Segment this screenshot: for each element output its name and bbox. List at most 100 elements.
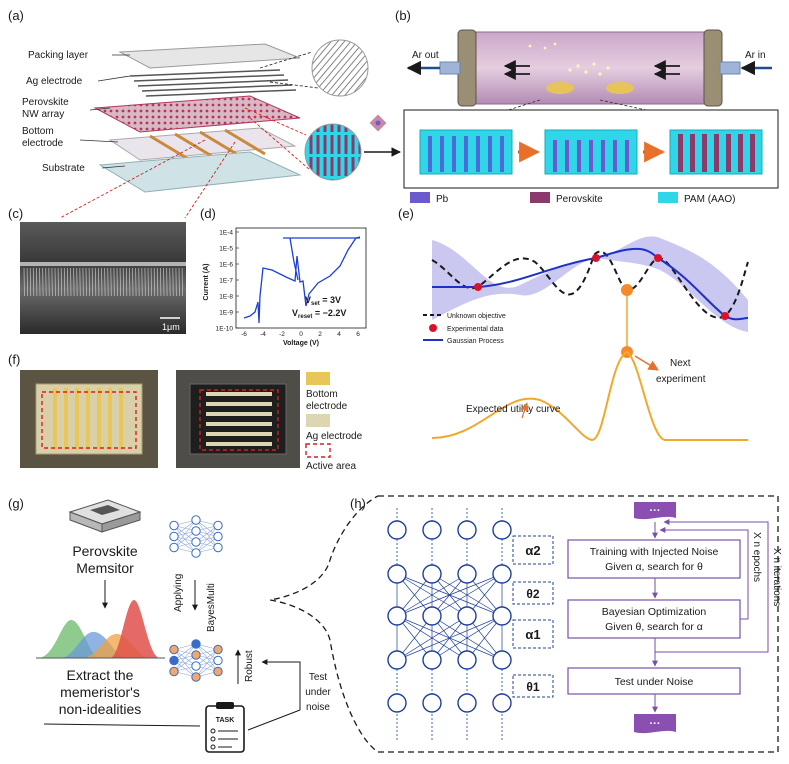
panel-label-h: (h) bbox=[350, 496, 366, 511]
panel-label-e: (e) bbox=[398, 206, 414, 221]
nanowire-streak bbox=[113, 267, 115, 297]
param-theta1: θ1 bbox=[526, 680, 539, 694]
network-node bbox=[457, 650, 477, 670]
nanowire-streak bbox=[125, 267, 128, 297]
task-clipboard-icon: TASK bbox=[205, 702, 245, 753]
pb-source bbox=[546, 82, 574, 94]
panel-g: (g) Perovskite Memsitor Extract the meme… bbox=[8, 496, 331, 753]
nanowire-streak bbox=[91, 267, 94, 297]
legend-swatch-ag bbox=[306, 414, 330, 427]
vreset-annotation: Vreset = −2.2V bbox=[292, 308, 346, 320]
panel-label-g: (g) bbox=[8, 496, 24, 511]
tube-furnace bbox=[469, 31, 711, 105]
label-nw-array: NW array bbox=[22, 109, 64, 120]
nn-node bbox=[213, 542, 223, 553]
flow-step-bayesian bbox=[567, 599, 741, 639]
nn-node bbox=[213, 520, 223, 531]
nanowire-streak bbox=[79, 267, 81, 297]
nanowire-streak bbox=[107, 267, 109, 297]
nanowire-streak bbox=[29, 267, 32, 297]
nanowire-streak bbox=[32, 267, 35, 297]
step2-line2: Given θ, search for α bbox=[605, 621, 703, 633]
next-sample-marker bbox=[621, 284, 633, 296]
iv-curve bbox=[243, 236, 361, 324]
nanowire-streak bbox=[82, 267, 84, 297]
bottom-electrode-layer bbox=[108, 127, 297, 162]
label-test: Test bbox=[309, 672, 328, 683]
nn-node bbox=[213, 655, 223, 666]
label-ar-out: Ar out bbox=[412, 50, 439, 61]
experimental-point-4 bbox=[721, 312, 729, 320]
pb-precursor-icon bbox=[369, 114, 387, 132]
extract-line1: Extract the bbox=[67, 667, 134, 683]
panel-f: (f) Bottom electrode Ag electrode Active… bbox=[8, 352, 363, 472]
nanowire-streak bbox=[156, 267, 159, 297]
step1-line2: Given α, search for θ bbox=[605, 561, 703, 573]
nanowire-streak bbox=[138, 267, 140, 297]
network-node bbox=[457, 693, 477, 713]
iv-ylabel: Current (A) bbox=[203, 264, 210, 301]
label-iterations: X n iterations bbox=[771, 548, 782, 606]
nanowire-streak bbox=[88, 267, 90, 297]
iv-xtick-label: 4 bbox=[337, 331, 341, 338]
network-node bbox=[422, 650, 442, 670]
unknown-objective-curve bbox=[431, 250, 749, 319]
nanowire-streak bbox=[144, 267, 146, 297]
nanowire-streak bbox=[150, 267, 152, 297]
panel-label-a: (a) bbox=[8, 8, 24, 23]
nanowire-streak bbox=[175, 267, 177, 297]
zoom-nanowire bbox=[304, 123, 362, 181]
experimental-point-2 bbox=[592, 254, 600, 262]
nn-node bbox=[213, 531, 223, 542]
label-substrate: Substrate bbox=[42, 163, 85, 174]
network-node bbox=[492, 650, 512, 670]
nanowire-streak bbox=[181, 267, 183, 297]
nanowire-streak bbox=[178, 267, 180, 297]
label-electrode: electrode bbox=[22, 138, 64, 149]
nanowire-streak bbox=[26, 267, 28, 297]
iv-xtick-label: -6 bbox=[241, 331, 247, 338]
nn-node bbox=[169, 655, 179, 666]
nn-node bbox=[169, 520, 179, 531]
panel-label-d: (d) bbox=[200, 206, 216, 221]
network-node bbox=[422, 693, 442, 713]
step3-label: Test under Noise bbox=[615, 676, 694, 688]
iv-plot-frame bbox=[235, 227, 367, 329]
panel-e: (e) Next experiment Expected utility cur… bbox=[398, 206, 749, 442]
neural-network-icon-plain bbox=[169, 515, 223, 558]
label-ag-electrode: Ag electrode bbox=[26, 76, 83, 87]
expected-utility-curve bbox=[431, 350, 748, 442]
nanowire-streak bbox=[147, 267, 149, 297]
iv-xtick-label: 2 bbox=[318, 331, 322, 338]
legend-active-area: Active area bbox=[306, 461, 356, 472]
nanowire-streak bbox=[45, 267, 47, 297]
network-node bbox=[387, 650, 407, 670]
nn-node bbox=[169, 531, 179, 542]
label-ar-in: Ar in bbox=[745, 50, 766, 61]
network-node bbox=[422, 520, 442, 540]
step2-line1: Bayesian Optimization bbox=[602, 606, 707, 618]
nanowire-streak bbox=[101, 267, 103, 297]
chip-icon bbox=[68, 499, 142, 533]
nonideality-distributions-icon bbox=[36, 600, 165, 659]
memsitor-line1: Perovskite bbox=[72, 543, 138, 559]
nn-node bbox=[169, 542, 179, 553]
legend-electrode: electrode bbox=[306, 401, 348, 412]
nn-node bbox=[191, 661, 201, 671]
param-alpha1: α1 bbox=[525, 627, 540, 642]
nn-node bbox=[191, 526, 201, 536]
zoom-callout bbox=[269, 495, 779, 753]
iv-ytick-label: 1E-7 bbox=[219, 278, 233, 285]
label-under: under bbox=[305, 687, 331, 698]
nanowire-streak bbox=[119, 267, 121, 297]
nanowire-streak bbox=[166, 267, 168, 297]
task-label: TASK bbox=[216, 717, 235, 724]
nn-node bbox=[191, 548, 201, 558]
nanowire-streak bbox=[94, 267, 97, 297]
nanowire-streak bbox=[129, 267, 131, 297]
nanowire-streak bbox=[51, 267, 53, 297]
flow-end-ellipsis: ··· bbox=[650, 718, 661, 730]
label-noise: noise bbox=[306, 702, 330, 713]
legend-swatch-pam bbox=[658, 192, 678, 203]
legend-unknown-objective: Unknown objective bbox=[447, 313, 506, 320]
